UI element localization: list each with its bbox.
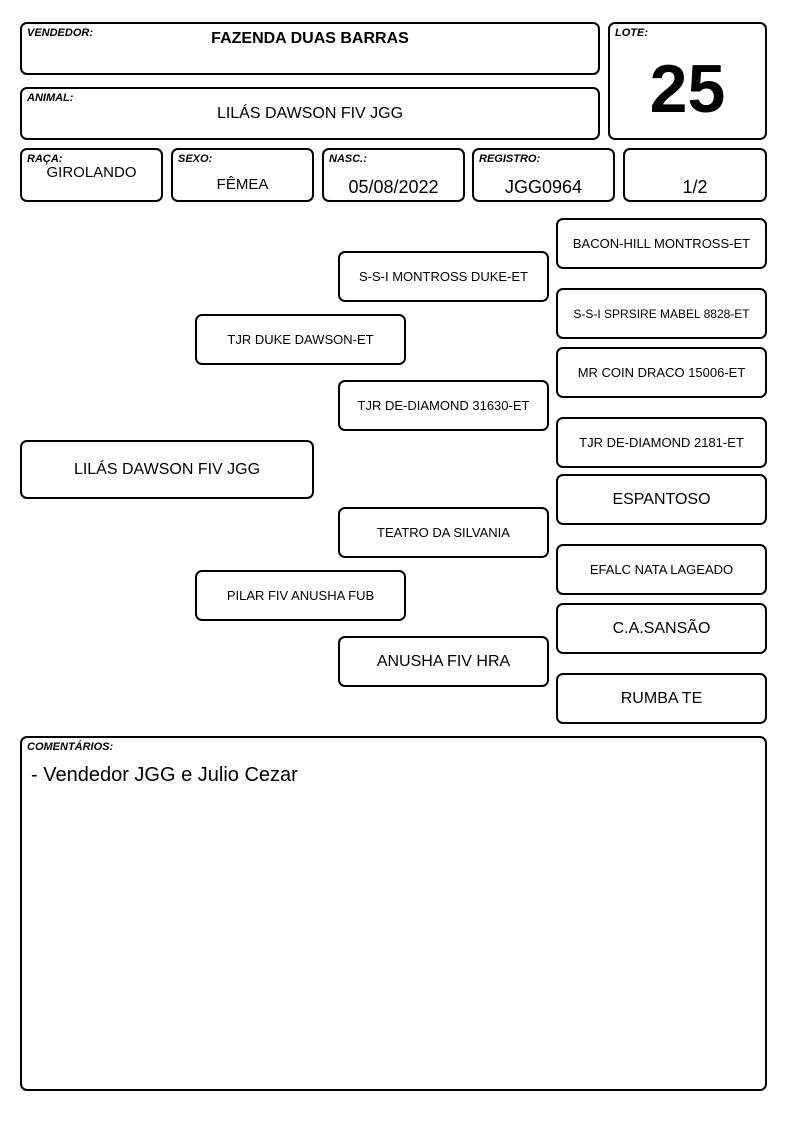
raca-value: GIROLANDO — [46, 164, 137, 181]
lote-box: LOTE: 25 — [608, 22, 767, 140]
pedigree-dam-dam: ANUSHA FIV HRA — [338, 636, 549, 687]
nasc-label: NASC.: — [329, 153, 367, 165]
registro-label: REGISTRO: — [479, 153, 541, 165]
grau-box: 1/2 — [623, 148, 767, 202]
registro-box: REGISTRO: JGG0964 — [472, 148, 615, 202]
raca-label: RAÇA: — [27, 153, 63, 165]
pedigree-sire-sire: S-S-I MONTROSS DUKE-ET — [338, 251, 549, 302]
vendedor-value: FAZENDA DUAS BARRAS — [211, 30, 409, 47]
pedigree-gg-6: EFALC NATA LAGEADO — [556, 544, 767, 595]
comentarios-box: COMENTÁRIOS: - Vendedor JGG e Julio Ceza… — [20, 736, 767, 1091]
pedigree-gg-7: C.A.SANSÃO — [556, 603, 767, 654]
pedigree-dam: PILAR FIV ANUSHA FUB — [195, 570, 406, 621]
nasc-value: 05/08/2022 — [348, 177, 439, 197]
pedigree-gg-3: MR COIN DRACO 15006-ET — [556, 347, 767, 398]
animal-value: LILÁS DAWSON FIV JGG — [216, 105, 404, 122]
pedigree-gg-5: ESPANTOSO — [556, 474, 767, 525]
pedigree-animal: LILÁS DAWSON FIV JGG — [20, 440, 314, 499]
comentarios-text: - Vendedor JGG e Julio Cezar — [31, 764, 298, 786]
lote-label: LOTE: — [615, 27, 648, 39]
pedigree-dam-sire: TEATRO DA SILVANIA — [338, 507, 549, 558]
pedigree-gg-1: BACON-HILL MONTROSS-ET — [556, 218, 767, 269]
pedigree-gg-4: TJR DE-DIAMOND 2181-ET — [556, 417, 767, 468]
vendedor-box: VENDEDOR: FAZENDA DUAS BARRAS — [20, 22, 600, 75]
pedigree-gg-2: S-S-I SPRSIRE MABEL 8828-ET — [556, 288, 767, 339]
pedigree-gg-8: RUMBA TE — [556, 673, 767, 724]
grau-value: 1/2 — [682, 177, 708, 197]
animal-label: ANIMAL: — [27, 92, 74, 104]
registro-value: JGG0964 — [504, 177, 583, 197]
pedigree-sire: TJR DUKE DAWSON-ET — [195, 314, 406, 365]
vendedor-label: VENDEDOR: — [27, 27, 94, 39]
comentarios-label: COMENTÁRIOS: — [27, 741, 114, 753]
pedigree-sire-dam: TJR DE-DIAMOND 31630-ET — [338, 380, 549, 431]
sexo-value: FÊMEA — [216, 176, 269, 193]
lote-value: 25 — [649, 51, 726, 127]
sexo-label: SEXO: — [178, 153, 213, 165]
nasc-box: NASC.: 05/08/2022 — [322, 148, 465, 202]
raca-box: RAÇA: GIROLANDO — [20, 148, 163, 202]
sexo-box: SEXO: FÊMEA — [171, 148, 314, 202]
animal-box: ANIMAL: LILÁS DAWSON FIV JGG — [20, 87, 600, 140]
